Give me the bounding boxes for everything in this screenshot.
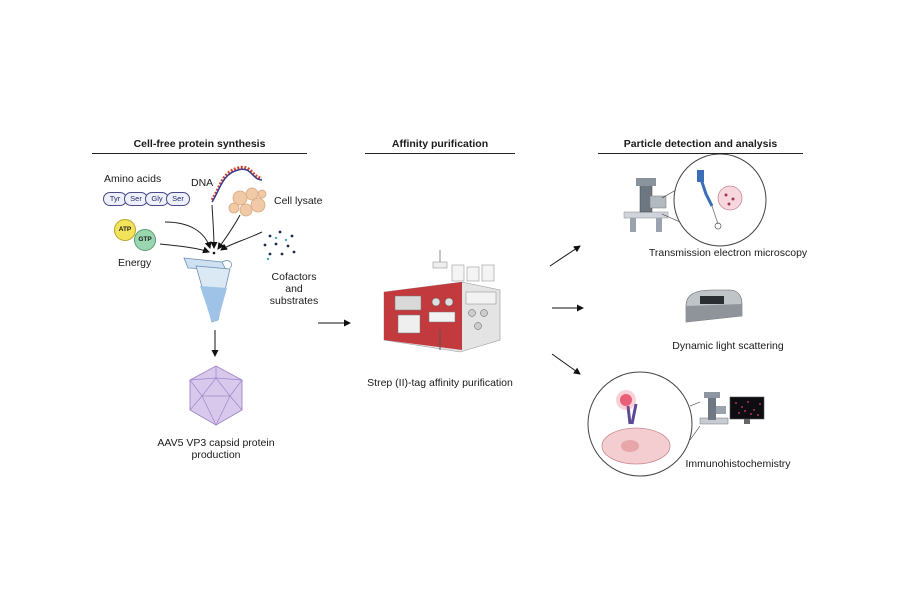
to-ihc-arrow xyxy=(551,353,581,375)
dna-icon xyxy=(210,165,263,203)
energy-label: Energy xyxy=(118,257,152,269)
to-tem-arrow xyxy=(549,245,581,267)
dna-label: DNA xyxy=(191,177,214,189)
input-converge-arrows xyxy=(159,204,263,254)
dls-instrument-icon xyxy=(685,289,743,323)
cell-lysate-icon xyxy=(228,187,267,217)
capsid-icon xyxy=(189,365,243,426)
chromatography-instrument-icon xyxy=(383,250,501,353)
ihc-label: Immunohistochemistry xyxy=(685,458,791,470)
section-title-analysis: Particle detection and analysis xyxy=(598,138,803,154)
section-title-purification: Affinity purification xyxy=(365,138,515,154)
purification-label: Strep (II)-tag affinity purification xyxy=(367,377,513,389)
capsid-label-line2: production xyxy=(191,449,241,461)
capsid-label-line1: AAV5 VP3 capsid protein xyxy=(157,437,275,449)
fluorescence-microscope-icon xyxy=(699,392,765,425)
section-title-synthesis: Cell-free protein synthesis xyxy=(92,138,307,154)
ihc-zoom-circle xyxy=(587,371,701,477)
dls-label: Dynamic light scattering xyxy=(672,340,784,352)
atp-molecule: ATP xyxy=(114,219,136,241)
cofactors-label-line3: substrates xyxy=(269,295,319,307)
tem-microscope-icon xyxy=(623,178,669,232)
amino-acid-residue: Ser xyxy=(166,192,190,206)
cofactors-label-line1: Cofactors xyxy=(271,271,317,283)
cofactors-label-line2: and xyxy=(285,283,303,295)
cofactors-icon xyxy=(263,230,296,261)
tem-label: Transmission electron microscopy xyxy=(648,247,808,259)
tem-zoom-circle xyxy=(661,153,767,247)
amino-acids-label: Amino acids xyxy=(104,173,162,185)
cell-lysate-label: Cell lysate xyxy=(274,195,323,207)
gtp-molecule: GTP xyxy=(134,229,156,251)
reaction-tube-icon xyxy=(183,257,232,323)
